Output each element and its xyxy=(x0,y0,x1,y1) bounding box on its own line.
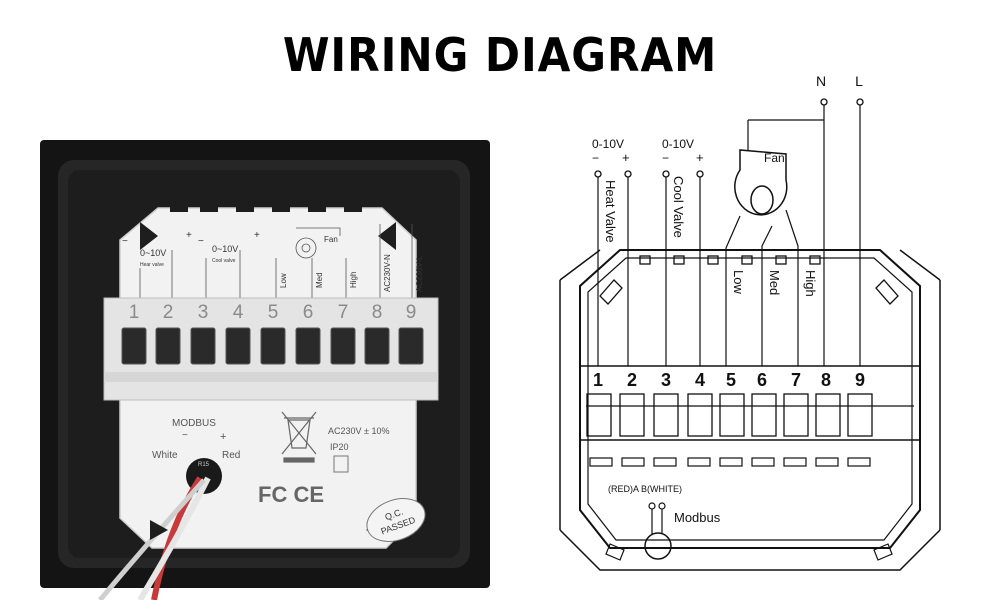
high-label: High xyxy=(349,272,358,288)
weee-bin-icon xyxy=(281,411,317,463)
terminal-number: 2 xyxy=(627,370,637,390)
terminal-number: 6 xyxy=(757,370,767,390)
terminal-screw xyxy=(586,393,612,437)
high-label: High xyxy=(803,270,818,297)
ip-rating-box xyxy=(333,455,349,473)
cool-voltage-label: 0~10V xyxy=(212,244,238,254)
modbus-label: Modbus xyxy=(674,510,721,525)
terminal-screw xyxy=(653,393,679,437)
cool-minus-terminal xyxy=(662,170,670,178)
ip-rating-label: IP20 xyxy=(330,442,349,452)
low-label: Low xyxy=(279,273,288,288)
terminal-screw xyxy=(190,327,216,365)
fan-label: Fan xyxy=(764,151,785,165)
heat-voltage-label: 0-10V xyxy=(592,137,624,151)
terminal-number: 2 xyxy=(163,302,174,323)
terminal-strip xyxy=(579,365,921,441)
modbus-minus-label: − xyxy=(182,430,188,441)
terminal-screws xyxy=(121,327,424,365)
heat-minus-label: − xyxy=(592,151,599,165)
terminal-number: 5 xyxy=(726,370,736,390)
terminal-number: 7 xyxy=(338,302,349,323)
neutral-terminal xyxy=(820,98,828,106)
terminal-number: 8 xyxy=(821,370,831,390)
heat-minus-label: − xyxy=(122,236,128,247)
red-wire-label: Red xyxy=(222,450,240,461)
terminal-number: 3 xyxy=(661,370,671,390)
terminal-number: 4 xyxy=(695,370,705,390)
terminal-number: 4 xyxy=(233,302,244,323)
cool-plus-label: + xyxy=(254,230,260,241)
terminal-screw xyxy=(783,393,809,437)
cool-plus-terminal xyxy=(696,170,704,178)
ac-n-label: AC230V-N xyxy=(383,254,392,292)
terminal-screw xyxy=(619,393,645,437)
terminal-screw xyxy=(398,327,424,365)
low-label: Low xyxy=(731,270,746,294)
modbus-pins-label: (RED)A B(WHITE) xyxy=(608,484,682,494)
live-label: L xyxy=(855,73,863,89)
terminal-number-row: 1 2 3 4 5 6 7 8 9 xyxy=(129,302,417,323)
heat-voltage-label: 0~10V xyxy=(140,248,166,258)
qc-passed-sticker: Q.C. PASSED xyxy=(366,498,426,542)
cool-minus-label: − xyxy=(662,151,669,165)
terminal-number: 7 xyxy=(791,370,801,390)
terminal-screw xyxy=(330,327,356,365)
heat-plus-terminal xyxy=(624,170,632,178)
terminal-screw xyxy=(364,327,390,365)
terminal-screw xyxy=(687,393,713,437)
fc-ce-logo: FC CE xyxy=(258,482,324,507)
cool-plus-label: + xyxy=(696,150,704,165)
terminal-number: 6 xyxy=(303,302,314,323)
ac-rating-label: AC230V ± 10% xyxy=(328,426,389,436)
med-label: Med xyxy=(767,270,782,295)
heat-minus-terminal xyxy=(594,170,602,178)
terminal-screw xyxy=(847,393,873,437)
terminal-number: 1 xyxy=(129,302,140,323)
modbus-b-terminal xyxy=(658,502,666,510)
cool-minus-label: − xyxy=(198,236,204,247)
terminal-screw xyxy=(260,327,286,365)
heat-plus-label: + xyxy=(622,150,630,165)
modbus-plus-label: + xyxy=(220,431,226,443)
wiring-schematic: N L 0-10V 0-10V − + − + Heat Valve Cool … xyxy=(559,73,941,571)
modbus-a-terminal xyxy=(648,502,656,510)
cool-valve-label: Cool Valve xyxy=(671,176,686,238)
med-label: Med xyxy=(315,272,324,288)
modbus-port xyxy=(644,532,672,560)
thermostat-back-photo: − + 0~10V Hear valve − + 0~10V Cool valv… xyxy=(40,140,490,600)
terminal-screw xyxy=(295,327,321,365)
cable-label: R15 xyxy=(198,462,210,468)
heat-plus-label: + xyxy=(186,230,192,241)
terminal-screw xyxy=(719,393,745,437)
heat-valve-label: Hear valve xyxy=(140,262,164,268)
fan-icon xyxy=(750,185,774,215)
terminal-screw xyxy=(751,393,777,437)
terminal-number: 1 xyxy=(593,370,603,390)
live-terminal xyxy=(856,98,864,106)
terminal-number: 9 xyxy=(855,370,865,390)
white-wire xyxy=(137,476,211,600)
terminal-screw xyxy=(815,393,841,437)
terminal-number: 5 xyxy=(268,302,279,323)
page-title: WIRING DIAGRAM xyxy=(282,28,718,82)
terminal-screw xyxy=(121,327,147,365)
terminal-screw xyxy=(225,327,251,365)
fan-body xyxy=(734,149,788,216)
heat-valve-label: Heat Valve xyxy=(603,180,618,243)
cool-valve-label: Cool valve xyxy=(212,258,236,264)
modbus-label: MODBUS xyxy=(172,418,216,429)
terminal-screw xyxy=(155,327,181,365)
terminal-number: 8 xyxy=(372,302,383,323)
white-wire-label: White xyxy=(152,450,178,461)
ac-l-label: AC230V-L xyxy=(415,255,424,292)
neutral-label: N xyxy=(816,73,826,89)
fan-label: Fan xyxy=(324,235,338,244)
cool-voltage-label: 0-10V xyxy=(662,137,694,151)
terminal-number: 9 xyxy=(406,302,417,323)
housing-outline xyxy=(579,249,921,549)
terminal-number: 3 xyxy=(198,302,209,323)
terminal-number-row: 1 2 3 4 5 6 7 8 9 xyxy=(593,370,865,390)
